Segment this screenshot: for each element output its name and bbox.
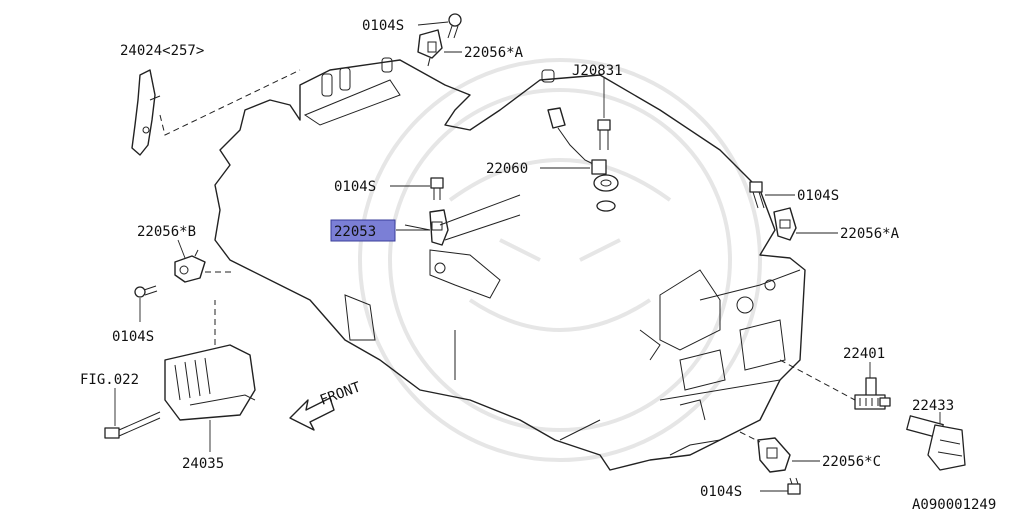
watermark-emblem bbox=[358, 58, 762, 462]
label-0104s-left: 0104S bbox=[112, 329, 154, 345]
front-arrow-icon bbox=[289, 397, 335, 431]
label-ref-code: A090001249 bbox=[912, 497, 996, 512]
part-0104s-right-bolt bbox=[749, 181, 765, 209]
part-22053-sensor bbox=[429, 209, 449, 246]
label-22433: 22433 bbox=[912, 398, 954, 414]
highlight-22053 bbox=[330, 219, 396, 242]
label-22060: 22060 bbox=[486, 161, 528, 177]
part-0104s-top-bolt bbox=[447, 13, 462, 39]
part-fig022-bolt bbox=[104, 411, 161, 439]
part-j20831-bolt bbox=[597, 119, 611, 150]
label-0104s-top: 0104S bbox=[362, 18, 404, 34]
part-0104s-bottom-bolt bbox=[787, 477, 801, 495]
label-22056a-right: 22056*A bbox=[840, 226, 900, 242]
leader-0104s-top bbox=[417, 21, 449, 26]
label-0104s-bottom: 0104S bbox=[700, 484, 742, 500]
leader-24024-dash bbox=[159, 69, 301, 136]
part-22056a-right-sensor bbox=[773, 207, 797, 241]
label-24024: 24024<257> bbox=[120, 43, 204, 59]
label-22053: 22053 bbox=[334, 224, 376, 240]
part-0104s-left-bolt bbox=[134, 285, 158, 298]
label-22056c: 22056*C bbox=[822, 454, 881, 470]
part-24035-bracket bbox=[164, 344, 256, 421]
label-fig022: FIG.022 bbox=[80, 372, 139, 388]
label-22056b: 22056*B bbox=[137, 224, 196, 240]
engine-block bbox=[214, 57, 806, 471]
part-22056c-sensor bbox=[757, 437, 791, 473]
label-0104s-right: 0104S bbox=[797, 188, 839, 204]
part-0104s-mid-bolt bbox=[430, 177, 444, 200]
label-24035: 24035 bbox=[182, 456, 224, 472]
label-22401: 22401 bbox=[843, 346, 885, 362]
label-0104s-mid: 0104S bbox=[334, 179, 376, 195]
part-22056a-top-sensor bbox=[417, 29, 443, 67]
leader-22056b bbox=[177, 239, 186, 259]
part-22401-spark-plug bbox=[854, 377, 891, 410]
label-j20831: J20831 bbox=[572, 63, 623, 79]
part-22060-knock-sensor bbox=[547, 107, 619, 212]
part-22056b-sensor bbox=[174, 249, 206, 283]
leader-22056c-dash bbox=[739, 431, 761, 443]
label-22056a-top: 22056*A bbox=[464, 45, 524, 61]
label-front: FRONT bbox=[318, 379, 364, 409]
leader-22401-dash bbox=[779, 359, 856, 401]
part-22433-ignition-coil bbox=[906, 415, 966, 471]
part-24024-bracket bbox=[131, 69, 161, 156]
